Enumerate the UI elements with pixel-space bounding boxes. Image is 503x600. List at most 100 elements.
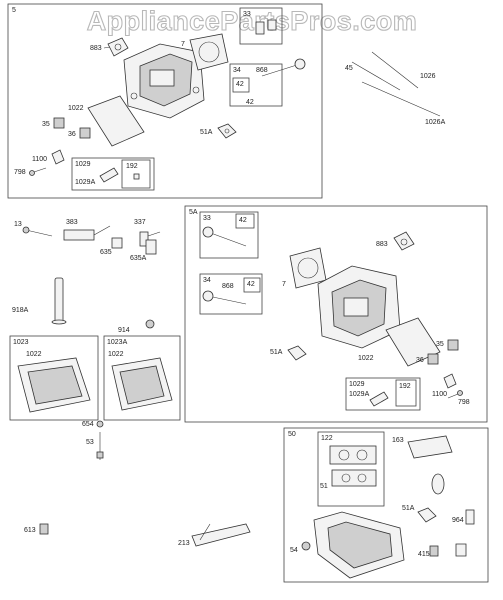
part-screw-798-b[interactable] <box>447 390 463 399</box>
callout-122: 122 <box>321 435 333 442</box>
callout-7: 7 <box>181 41 185 48</box>
kit-box-34-b <box>199 273 263 315</box>
section-5-frame <box>7 3 323 199</box>
callout-13: 13 <box>14 221 22 228</box>
part-fitting-964[interactable] <box>465 509 475 525</box>
part-intake-manifold[interactable] <box>313 511 405 579</box>
callout-33-b: 33 <box>203 215 211 222</box>
callout-35: 35 <box>42 121 50 128</box>
part-gasket-883-b[interactable] <box>393 231 415 251</box>
section-50-frame <box>283 427 489 583</box>
callout-1100: 1100 <box>32 156 47 163</box>
part-head-gasket-7[interactable] <box>189 33 229 71</box>
part-exhaust-valve-34[interactable] <box>202 290 247 305</box>
part-tube-918a[interactable] <box>51 277 67 325</box>
part-nut-654[interactable] <box>96 420 104 428</box>
callout-918a: 918A <box>12 307 29 314</box>
callout-1100-b: 1100 <box>432 391 447 398</box>
callout-35-b: 35 <box>436 341 444 348</box>
part-plug-635[interactable] <box>111 237 123 249</box>
part-push-rod-1026[interactable] <box>351 51 419 91</box>
part-cylinder-head-b[interactable] <box>317 265 401 349</box>
part-o-ring-51a[interactable] <box>431 473 445 495</box>
part-screw-798[interactable] <box>29 167 47 176</box>
callout-51a: 51A <box>200 129 213 136</box>
part-gasket-51a-b[interactable] <box>287 345 307 361</box>
part-rocker-arm-1029[interactable] <box>99 167 140 183</box>
callout-51: 51 <box>320 483 328 490</box>
part-valve-635a[interactable] <box>145 239 157 255</box>
part-stud-53[interactable] <box>96 432 104 460</box>
part-fitting-elbow[interactable] <box>455 543 467 557</box>
part-gasket-51a-c[interactable] <box>417 507 437 523</box>
part-valve-spring-33[interactable] <box>255 19 277 35</box>
part-gasket-883[interactable] <box>107 37 129 57</box>
callout-1026: 1026 <box>420 73 436 80</box>
callout-883-b: 883 <box>376 241 388 248</box>
part-rocker-arm-1029-b[interactable] <box>369 391 389 407</box>
callout-635: 635 <box>100 249 112 256</box>
part-head-gasket-7-b[interactable] <box>289 247 327 289</box>
part-gasket-163[interactable] <box>407 435 453 459</box>
callout-1022-c: 1022 <box>108 351 124 358</box>
part-screw-914[interactable] <box>145 319 155 329</box>
part-screw-54[interactable] <box>301 541 311 551</box>
part-rocker-cover-gasket-1022-b[interactable] <box>385 317 441 367</box>
watermark: AppliancePartsPros.com <box>87 6 418 36</box>
part-valve-cover-1023[interactable] <box>17 357 91 413</box>
callout-54: 54 <box>290 547 298 554</box>
callout-868-b: 868 <box>222 283 234 290</box>
callout-36: 36 <box>68 131 76 138</box>
part-spring-36-b[interactable] <box>427 353 439 365</box>
part-spring-35[interactable] <box>53 117 65 129</box>
kit-box-33-b <box>199 211 259 259</box>
section-5a-frame <box>184 205 488 423</box>
callout-42-b: 42 <box>239 217 247 224</box>
part-carburetor-gasket-122[interactable] <box>329 445 377 487</box>
part-breather-383[interactable] <box>63 225 111 241</box>
kit-box-1029-b <box>345 377 421 411</box>
kit-box-42 <box>232 77 250 93</box>
part-fitting-337[interactable] <box>139 231 161 247</box>
part-fitting-415[interactable] <box>429 545 439 557</box>
callout-1029a: 1029A <box>75 179 96 186</box>
callout-1022: 1022 <box>68 105 84 112</box>
part-bracket-1100[interactable] <box>51 149 65 165</box>
part-valve-34[interactable] <box>261 58 306 77</box>
section-50-label: 50 <box>288 431 296 438</box>
part-gasket-51a[interactable] <box>217 123 237 139</box>
callout-163: 163 <box>392 437 404 444</box>
kit-box-1029 <box>71 157 155 191</box>
part-bracket-1100-b[interactable] <box>443 373 457 389</box>
part-valve-cover-1023a[interactable] <box>111 357 173 411</box>
callout-42b: 42 <box>246 99 254 106</box>
part-rocker-cover-gasket-1022[interactable] <box>87 95 145 147</box>
callout-34-b: 34 <box>203 277 211 284</box>
part-intake-valve-33[interactable] <box>202 226 247 247</box>
part-bracket-213[interactable] <box>191 523 251 547</box>
kit-box-122 <box>317 431 385 507</box>
callout-42: 42 <box>236 81 244 88</box>
callout-51a-c: 51A <box>402 505 415 512</box>
part-spring-35-b[interactable] <box>447 339 459 351</box>
callout-1026a: 1026A <box>425 119 446 126</box>
part-bolt-13[interactable] <box>22 226 53 237</box>
callout-883: 883 <box>90 45 102 52</box>
part-cylinder-head[interactable] <box>123 43 205 119</box>
callout-635a: 635A <box>130 255 147 262</box>
part-push-rod-1026a[interactable] <box>361 81 441 117</box>
callout-45: 45 <box>345 65 353 72</box>
kit-box-42-b <box>235 213 255 229</box>
callout-383: 383 <box>66 219 78 226</box>
kit-box-1023a <box>103 335 181 421</box>
callout-51a-b: 51A <box>270 349 283 356</box>
callout-192-b: 192 <box>399 383 411 390</box>
callout-654: 654 <box>82 421 94 428</box>
callout-192: 192 <box>126 163 138 170</box>
part-spring-36[interactable] <box>79 127 91 139</box>
callout-1022-d: 1022 <box>358 355 374 362</box>
callout-337: 337 <box>134 219 146 226</box>
callout-415: 415 <box>418 551 430 558</box>
callout-7-b: 7 <box>282 281 286 288</box>
part-screw-613[interactable] <box>39 523 49 535</box>
